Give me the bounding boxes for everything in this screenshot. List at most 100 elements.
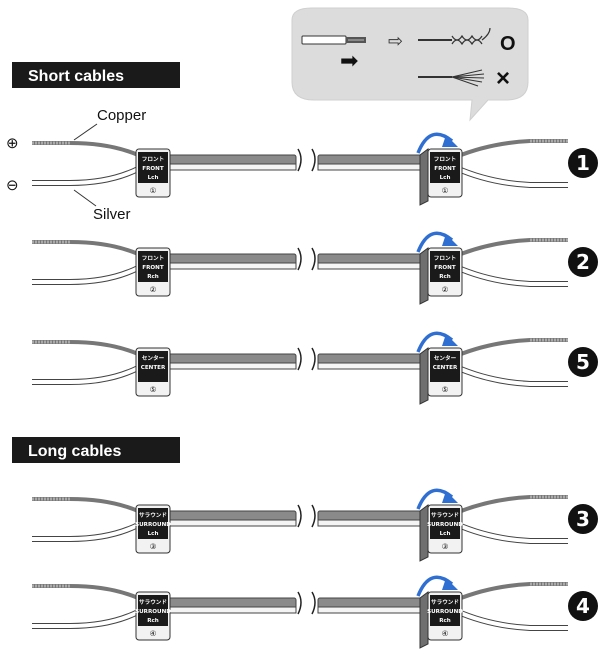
stripped-wire-icon [301, 35, 366, 45]
right-copper-lead [455, 139, 568, 159]
tag-japanese-text: サラウンド [139, 598, 167, 606]
tag-circled-number: ③ [150, 542, 157, 551]
left-copper-lead [32, 584, 139, 600]
tag-japanese-text: フロント [142, 255, 164, 262]
cable-rows: フロントFRONTLch①フロントFRONTLch①1フロントFRONTRch②… [32, 132, 598, 649]
tag-black-band [430, 595, 460, 626]
tag-english-text: FRONT [142, 166, 164, 172]
left-silver-lead [32, 610, 139, 628]
tag-circled-number: ④ [150, 629, 157, 638]
right-silver-lead [455, 365, 568, 386]
tag-black-band [138, 595, 168, 626]
right-tag-wrap-fold [419, 347, 429, 405]
left-silver-lead [32, 366, 139, 384]
cable-number-text: 2 [576, 250, 590, 274]
right-tag-wrap-fold [419, 591, 429, 649]
tag-channel-text: Lch [440, 531, 451, 537]
cable-number-badge [568, 504, 598, 534]
right-silver-lead [455, 265, 568, 286]
tag-black-band [430, 152, 460, 183]
tag-black-band [430, 251, 460, 282]
cable-number-badge [568, 148, 598, 178]
tag-circled-number: ⑤ [150, 385, 157, 394]
tag-channel-text: Rch [439, 618, 451, 624]
tag-english-text: FRONT [434, 166, 456, 172]
tag-black-band [138, 508, 168, 539]
correct-mark: O [500, 33, 516, 55]
tag-english-text: SURROUND [427, 609, 463, 615]
cable-number-text: 3 [576, 507, 590, 531]
right-copper-lead [455, 582, 568, 602]
tag-japanese-text: センター [434, 354, 457, 362]
tag-channel-text: Lch [148, 531, 159, 537]
cable-number-badge [568, 591, 598, 621]
tag-japanese-text: サラウンド [431, 598, 459, 606]
left-silver-lead [32, 167, 139, 185]
tag-circled-number: ⑤ [442, 385, 449, 394]
right-tag-wrap-fold [419, 247, 429, 305]
cable-label-tag-left: サラウンド SURROUND Rch ④ [135, 591, 171, 641]
tag-circled-number: ① [442, 186, 449, 195]
tag-channel-text: Rch [147, 618, 159, 624]
tag-channel-text: Rch [439, 274, 451, 280]
cable-number-text: 1 [576, 151, 590, 175]
cable-break-mark [297, 504, 316, 528]
tag-japanese-text: フロント [434, 255, 456, 262]
wrap-arrowhead-icon [442, 578, 458, 590]
left-silver-lead [32, 266, 139, 284]
frayed-wire-icon [418, 69, 485, 87]
wrap-arrowhead-icon [442, 334, 458, 346]
right-tag-wrap-fold [419, 148, 429, 206]
left-copper-lead [32, 497, 139, 513]
cable-break-mark [297, 148, 316, 172]
right-copper-lead [455, 238, 568, 258]
tag-japanese-text: サラウンド [431, 511, 459, 519]
hollow-arrow-icon: ⇨ [388, 31, 403, 52]
right-copper-lead [455, 495, 568, 515]
tag-circled-number: ② [150, 285, 157, 294]
cable-number-badge [568, 347, 598, 377]
tag-circled-number: ④ [442, 629, 449, 638]
tag-channel-text: Lch [148, 175, 159, 181]
minus-terminal-symbol: ⊖ [6, 177, 19, 194]
left-silver-lead [32, 523, 139, 541]
cable-number-text: 5 [576, 350, 590, 374]
copper-leader-line [73, 123, 98, 141]
tag-japanese-text: センター [142, 354, 165, 362]
silver-label: Silver [93, 206, 131, 223]
tag-japanese-text: サラウンド [139, 511, 167, 519]
tag-black-band [138, 351, 168, 382]
wrong-mark: × [496, 65, 510, 92]
cable-number-text: 4 [576, 594, 590, 618]
right-silver-lead [455, 609, 568, 630]
twisted-wire-icon [418, 27, 491, 46]
cable-number-badge [568, 247, 598, 277]
left-copper-lead [32, 340, 139, 356]
left-copper-lead [32, 141, 139, 157]
cable-row-4: サラウンド SURROUND Rch ④ サラウンド SURROUND Rch ④ 4 [32, 575, 598, 649]
tag-english-text: SURROUND [427, 522, 463, 528]
tag-channel-text: Lch [440, 175, 451, 181]
right-tag-wrap-fold [419, 504, 429, 562]
tag-english-text: CENTER [433, 365, 458, 371]
tag-black-band [138, 251, 168, 282]
long-cables-header: Long cables [12, 437, 180, 463]
cable-break-mark [297, 591, 316, 615]
tag-english-text: FRONT [142, 265, 164, 271]
left-copper-lead [32, 240, 139, 256]
solid-arrow-icon: ➡ [340, 49, 358, 74]
plus-terminal-symbol: ⊕ [6, 135, 19, 152]
tag-english-text: SURROUND [135, 609, 171, 615]
